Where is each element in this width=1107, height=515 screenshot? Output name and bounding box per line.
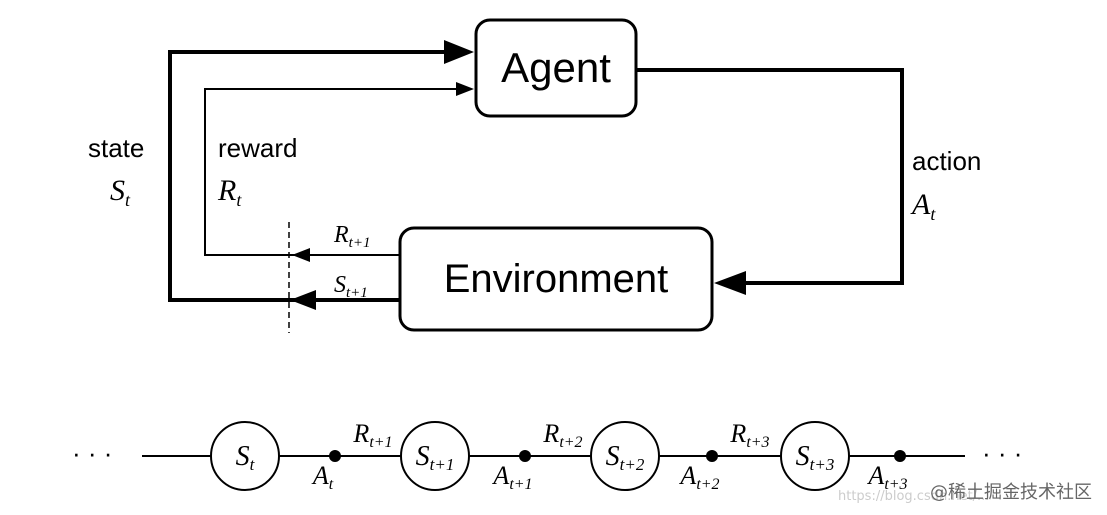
action-dot <box>329 450 341 462</box>
state-node <box>780 421 850 491</box>
reward-label: Rt+3 <box>729 419 769 451</box>
trajectory-sequence: St St+1 St+2 St+3At At+1 At+2 At+3 Rt+1 Rt+2 Rt+3 <box>210 419 908 493</box>
reward-symbol: Rt <box>217 174 242 210</box>
next-state-label: St+1 <box>334 272 368 301</box>
ellipsis-left: · · · <box>72 438 112 468</box>
next-state-arrowhead <box>290 290 316 310</box>
action-symbol: At <box>910 188 936 224</box>
action-dot <box>706 450 718 462</box>
reward-label: Rt+1 <box>352 419 392 451</box>
action-word: action <box>912 146 981 176</box>
action-label: At <box>311 461 334 493</box>
ellipsis-right: · · · <box>982 438 1022 468</box>
reward-word: reward <box>218 133 297 163</box>
environment-label: Environment <box>444 257 669 301</box>
state-node <box>210 421 280 491</box>
state-arrow <box>168 50 448 302</box>
action-arrowhead <box>714 271 746 295</box>
watermark-text: @稀土掘金技术社区 <box>930 482 1092 503</box>
reward-label: Rt+2 <box>542 419 582 451</box>
action-label: At+1 <box>491 461 532 493</box>
agent-label: Agent <box>501 44 611 91</box>
state-node-label: St+1 <box>416 441 455 474</box>
state-word: state <box>88 133 144 163</box>
state-node-label: St+3 <box>796 441 835 474</box>
action-label: At+3 <box>866 461 907 493</box>
action-dot <box>894 450 906 462</box>
environment-box <box>398 226 714 332</box>
action-dot <box>519 450 531 462</box>
state-node-label: St <box>236 441 256 474</box>
watermark-url: https://blog.csdn.net/... <box>838 489 989 504</box>
state-symbol: St <box>110 174 131 210</box>
action-label: At+2 <box>678 461 719 493</box>
next-reward-arrowhead <box>292 248 310 262</box>
action-arrow <box>636 68 904 285</box>
reward-arrowhead <box>456 82 474 96</box>
state-node-label: St+2 <box>606 441 645 474</box>
state-arrowhead <box>444 40 474 64</box>
state-node <box>400 421 470 491</box>
next-reward-label: Rt+1 <box>333 222 370 251</box>
state-node <box>590 421 660 491</box>
